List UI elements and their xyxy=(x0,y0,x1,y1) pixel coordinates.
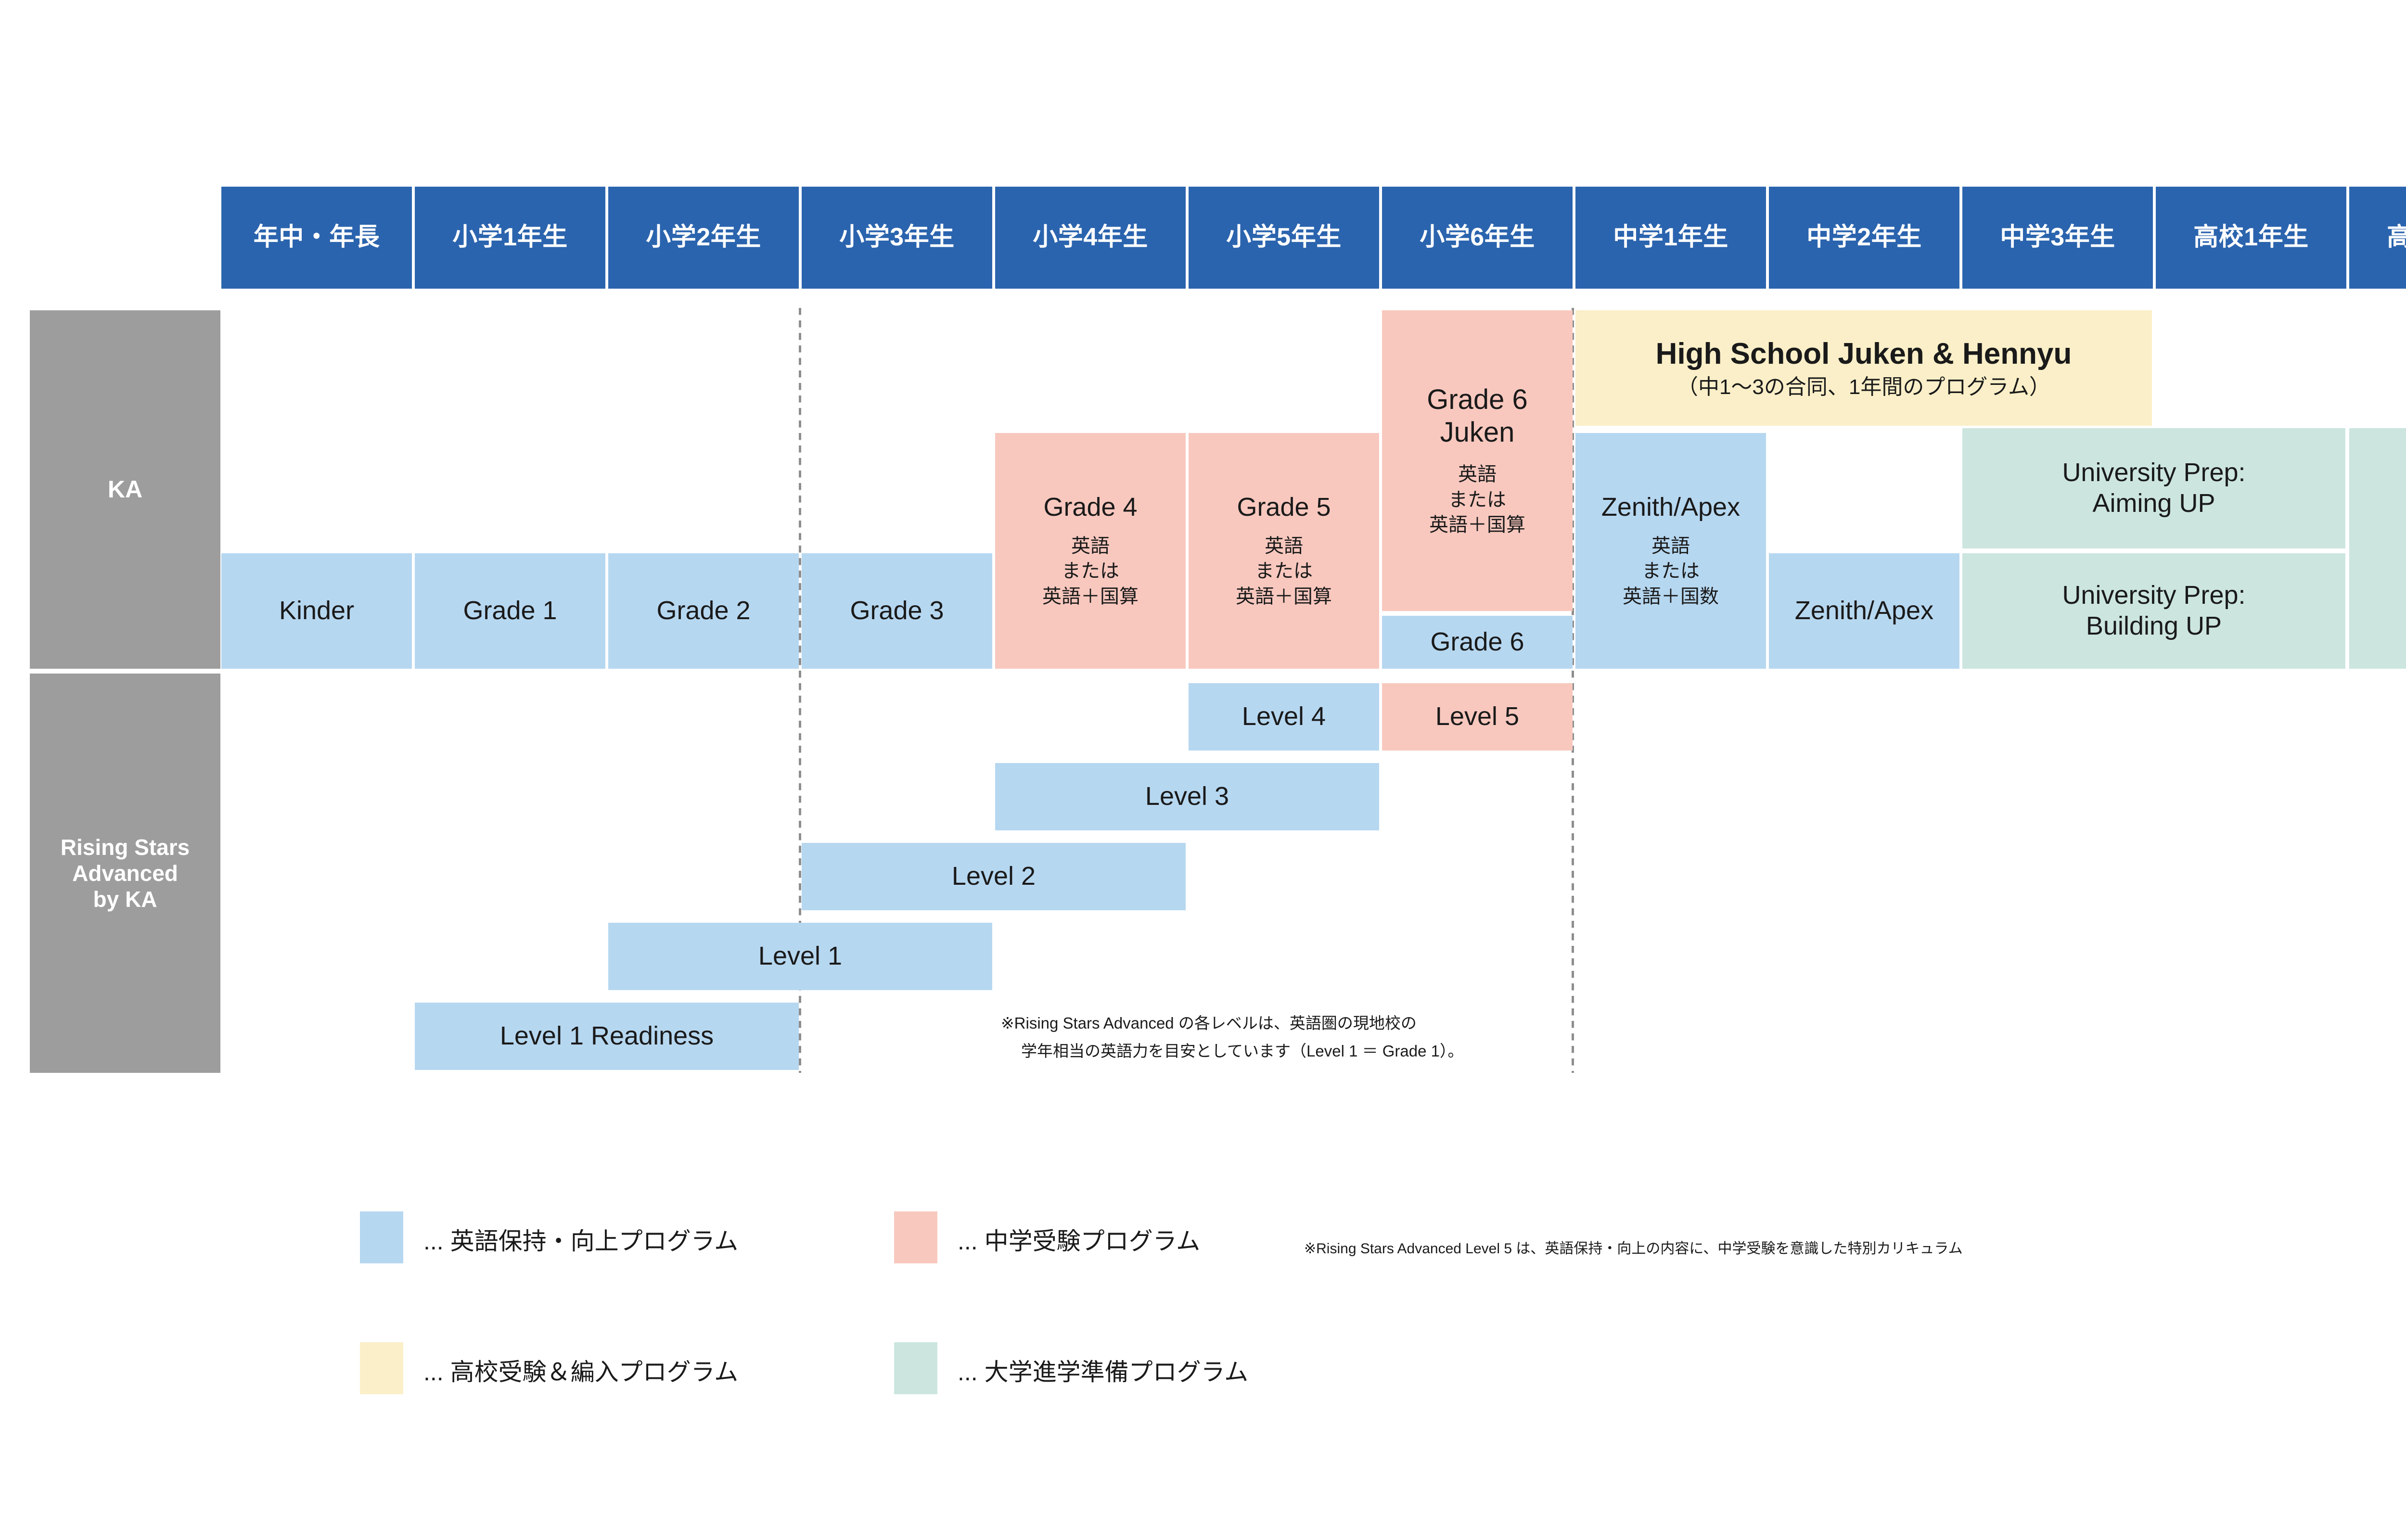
cell-kinder: Kinder xyxy=(221,553,412,669)
cell-level4: Level 4 xyxy=(1189,683,1379,751)
grade6-juken-sub3: 英語＋国算 xyxy=(1429,514,1525,536)
grade4-title: Grade 4 xyxy=(1043,492,1138,522)
grade6-juken-sub1: 英語 xyxy=(1458,463,1497,485)
row-label-line-1: Rising Stars xyxy=(60,834,190,860)
cell-grade6-juken: Grade 6 Juken 英語 または 英語＋国算 xyxy=(1382,310,1573,611)
grade4-sub3: 英語＋国算 xyxy=(1042,586,1139,608)
header-cell-1: 小学1年生 xyxy=(415,187,605,289)
chart-footnote: ※Rising Stars Advanced の各レベルは、英語圏の現地校の 学… xyxy=(1001,1009,1578,1065)
uprep-building-line1: University Prep: xyxy=(2062,581,2246,610)
header-cell-6: 小学6年生 xyxy=(1382,187,1573,289)
grade5-title: Grade 5 xyxy=(1237,492,1331,522)
divider-junior-high-start xyxy=(1572,308,1574,1073)
header-cell-5: 小学5年生 xyxy=(1189,187,1379,289)
chart-footnote-line1: ※Rising Stars Advanced の各レベルは、英語圏の現地校の xyxy=(1001,1014,1417,1032)
cell-grade5: Grade 5 英語 または 英語＋国算 xyxy=(1189,433,1379,669)
hs-juken-subtitle: （中1〜3の合同、1年間のプログラム） xyxy=(1677,375,2051,399)
header-cell-3: 小学3年生 xyxy=(802,187,992,289)
legend-label-english-program: ... 英語保持・向上プログラム xyxy=(423,1228,739,1255)
cell-grade1: Grade 1 xyxy=(415,553,605,669)
header-cell-9: 中学3年生 xyxy=(1962,187,2153,289)
legend-swatch-juken-program xyxy=(894,1211,937,1263)
grade4-sub2: または xyxy=(1062,560,1119,582)
cell-university-prep-building-up: University Prep: Building UP xyxy=(1962,553,2345,669)
cell-grade2: Grade 2 xyxy=(608,553,799,669)
row-label-rising-stars: Rising Stars Advanced by KA xyxy=(30,674,220,1073)
grade6-juken-title-line1: Grade 6 xyxy=(1427,383,1528,415)
cell-level3: Level 3 xyxy=(995,763,1379,830)
uprep-aiming-line2: Aiming UP xyxy=(2092,489,2215,518)
zenith-apex-g7-sub2: または xyxy=(1642,560,1700,582)
legend-note-level5: ※Rising Stars Advanced Level 5 は、英語保持・向上… xyxy=(1304,1241,1963,1257)
row-label-line-3: by KA xyxy=(93,887,157,912)
zenith-apex-g7-sub3: 英語＋国数 xyxy=(1623,586,1719,608)
grade6-juken-title-line2: Juken xyxy=(1440,417,1515,448)
uprep-building-line2: Building UP xyxy=(2086,611,2222,640)
legend-swatch-highschool-program xyxy=(360,1342,403,1394)
cell-grade6: Grade 6 xyxy=(1382,616,1573,669)
chart-footnote-line2: 学年相当の英語力を目安としています（Level 1 ＝ Grade 1）。 xyxy=(1021,1042,1464,1060)
cell-university-prep-moving-up: University Prep: Moving UP xyxy=(2349,428,2406,669)
cell-level5: Level 5 xyxy=(1382,683,1573,751)
legend-label-university-program: ... 大学進学準備プログラム xyxy=(958,1359,1249,1386)
header-cell-10: 高校1年生 xyxy=(2156,187,2346,289)
legend-label-juken-program: ... 中学受験プログラム xyxy=(958,1228,1201,1255)
cell-high-school-juken-hennyu: High School Juken & Hennyu （中1〜3の合同、1年間の… xyxy=(1575,310,2152,426)
header-cell-8: 中学2年生 xyxy=(1769,187,1959,289)
grade6-juken-sub2: または xyxy=(1448,489,1506,510)
cell-grade3: Grade 3 xyxy=(802,553,992,669)
grade5-sub1: 英語 xyxy=(1265,535,1303,557)
zenith-apex-g7-sub1: 英語 xyxy=(1651,535,1690,557)
cell-university-prep-aiming-up: University Prep: Aiming UP xyxy=(1962,428,2345,548)
cell-zenith-apex-grade7: Zenith/Apex 英語 または 英語＋国数 xyxy=(1575,433,1766,669)
uprep-aiming-line1: University Prep: xyxy=(2062,458,2246,487)
divider-elementary-start xyxy=(799,308,801,1073)
header-cell-4: 小学4年生 xyxy=(995,187,1186,289)
grade5-sub2: または xyxy=(1255,560,1313,582)
cell-grade4: Grade 4 英語 または 英語＋国算 xyxy=(995,433,1186,669)
cell-zenith-apex-grade8: Zenith/Apex xyxy=(1769,553,1959,669)
hs-juken-title: High School Juken & Hennyu xyxy=(1655,337,2072,371)
zenith-apex-g7-title: Zenith/Apex xyxy=(1601,492,1741,522)
header-cell-2: 小学2年生 xyxy=(608,187,799,289)
row-label-ka: KA xyxy=(30,310,220,669)
legend-swatch-university-program xyxy=(894,1342,937,1394)
cell-level2: Level 2 xyxy=(802,843,1186,910)
grade5-sub3: 英語＋国算 xyxy=(1236,586,1332,608)
grade4-sub1: 英語 xyxy=(1071,535,1110,557)
cell-level1-readiness: Level 1 Readiness xyxy=(415,1003,799,1070)
header-cell-7: 中学1年生 xyxy=(1575,187,1766,289)
header-cell-11: 高校2年生 xyxy=(2349,187,2406,289)
row-label-line-2: Advanced xyxy=(72,860,178,886)
legend-label-highschool-program: ... 高校受験＆編入プログラム xyxy=(423,1359,739,1386)
cell-level1: Level 1 xyxy=(608,923,992,990)
legend-swatch-english-program xyxy=(360,1211,403,1263)
header-cell-0: 年中・年長 xyxy=(221,187,412,289)
